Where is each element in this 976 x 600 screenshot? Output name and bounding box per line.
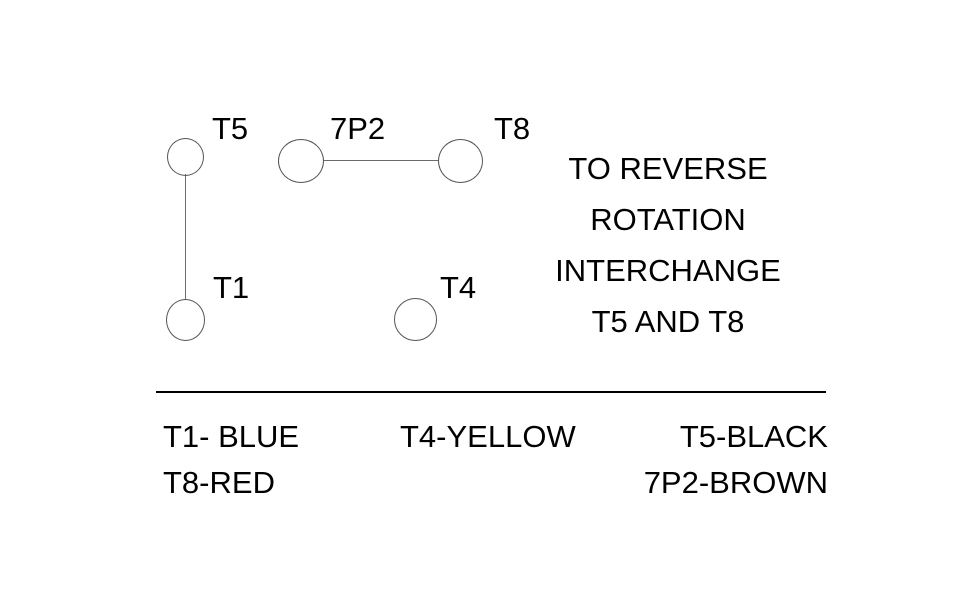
terminal-circle-t8[interactable] — [438, 139, 483, 183]
terminal-circle-7p2[interactable] — [278, 139, 324, 183]
wire-7p2-to-t8 — [324, 160, 438, 161]
legend-item-t4: T4-YELLOW — [400, 419, 576, 454]
terminal-label-t4: T4 — [440, 270, 477, 305]
legend-item-t1: T1- BLUE — [163, 419, 300, 454]
instruction-line-2: ROTATION — [590, 202, 746, 237]
wire-t5-to-t1 — [185, 174, 186, 300]
terminal-label-t1: T1 — [213, 270, 250, 305]
terminal-label-7p2: 7P2 — [330, 111, 386, 146]
instruction-line-1: TO REVERSE — [568, 151, 768, 186]
instruction-line-4: T5 AND T8 — [591, 304, 745, 339]
instruction-line-3: INTERCHANGE — [555, 253, 781, 288]
terminal-label-t8: T8 — [494, 111, 531, 146]
terminal-circle-t4[interactable] — [394, 298, 437, 341]
legend-item-t5: T5-BLACK — [679, 419, 828, 454]
reverse-rotation-note: TO REVERSE ROTATION INTERCHANGE T5 AND T… — [508, 143, 828, 347]
terminal-circle-t5[interactable] — [167, 138, 204, 176]
terminal-circle-t1[interactable] — [166, 299, 205, 341]
legend-item-t8: T8-RED — [163, 465, 275, 500]
legend-item-7p2: 7P2-BROWN — [643, 465, 828, 500]
terminal-label-t5: T5 — [212, 111, 249, 146]
legend-divider — [156, 391, 826, 393]
